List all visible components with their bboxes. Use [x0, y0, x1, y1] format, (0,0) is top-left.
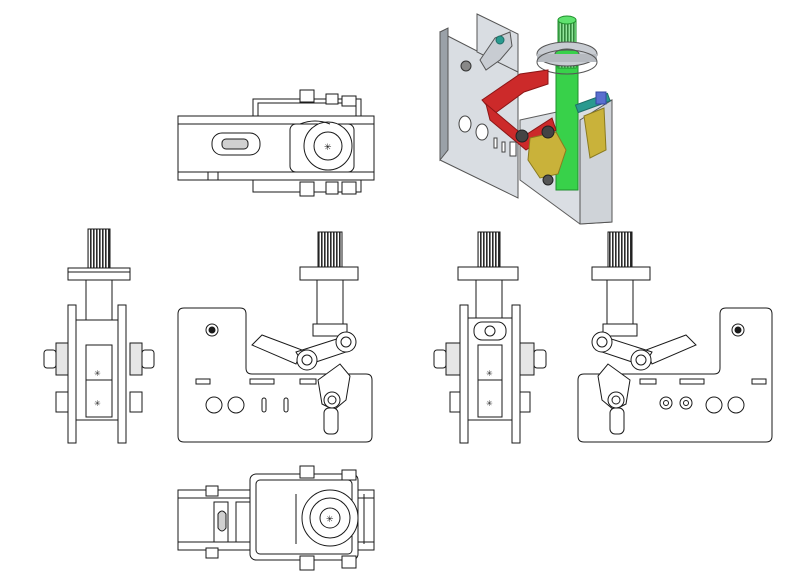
front-view-washer — [299, 266, 359, 281]
front-view — [177, 231, 373, 443]
rear-view-plate — [577, 307, 773, 443]
svg-text:✳: ✳ — [94, 369, 101, 378]
isometric-view — [439, 13, 613, 225]
rear-view-washer — [591, 266, 651, 281]
right-view-washer — [457, 266, 519, 281]
left-view-washer — [67, 267, 131, 281]
front-view-hole-1 — [205, 396, 223, 414]
rear-view-hole-1 — [705, 396, 723, 414]
bottom-view: ✳ — [177, 465, 375, 571]
svg-text:✳: ✳ — [486, 399, 493, 408]
front-view-lever-arm — [251, 334, 303, 365]
left-side-view: ✳ ✳ — [43, 228, 155, 444]
left-view-thread — [87, 228, 111, 270]
svg-text:✳: ✳ — [486, 369, 493, 378]
right-view-thread — [477, 231, 501, 269]
right-view-right-plate — [511, 304, 521, 444]
right-side-view: ✳ ✳ — [433, 231, 547, 444]
rear-view-lever-arm — [645, 334, 697, 365]
svg-text:✳: ✳ — [324, 143, 332, 153]
svg-text:✳: ✳ — [94, 399, 101, 408]
front-view-thread — [317, 231, 343, 269]
left-view-left-plate — [67, 304, 77, 444]
left-view-right-plate — [117, 304, 127, 444]
front-view-hole-2 — [227, 396, 245, 414]
rear-view-hole-2 — [727, 396, 745, 414]
right-view-left-plate — [459, 304, 469, 444]
iso-cam — [527, 131, 567, 179]
rear-view-thread — [607, 231, 633, 269]
front-view-shaft — [316, 279, 344, 325]
front-view-plate — [177, 307, 373, 443]
svg-text:✳: ✳ — [326, 515, 334, 525]
left-view-shaft — [85, 279, 113, 321]
top-view: ✳ — [177, 89, 375, 197]
rear-view — [577, 231, 773, 443]
